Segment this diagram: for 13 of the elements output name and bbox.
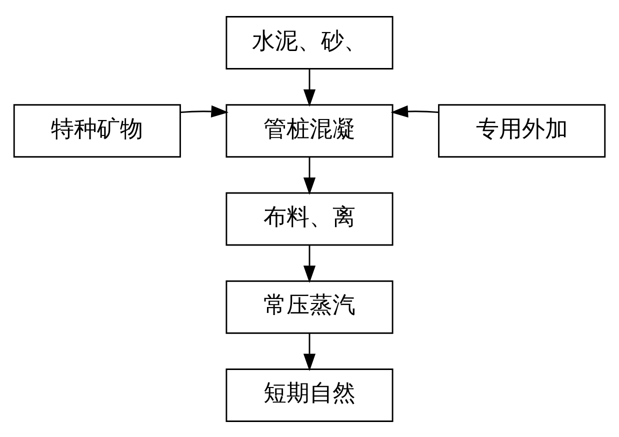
node-box: 专用外加 [438,104,606,158]
node-box: 常压蒸汽 [226,280,394,334]
arrow [303,68,316,106]
arrow [180,104,229,118]
node-box: 管桩混凝 [226,104,394,158]
node-box: 短期自然 [226,368,394,422]
arrow [303,156,316,194]
arrow [303,244,316,282]
arrow [390,104,439,118]
arrow [303,332,316,371]
node-box: 布料、离 [226,192,394,246]
node-box: 水泥、砂、 [226,16,394,69]
node-box: 特种矿物 [13,104,181,158]
